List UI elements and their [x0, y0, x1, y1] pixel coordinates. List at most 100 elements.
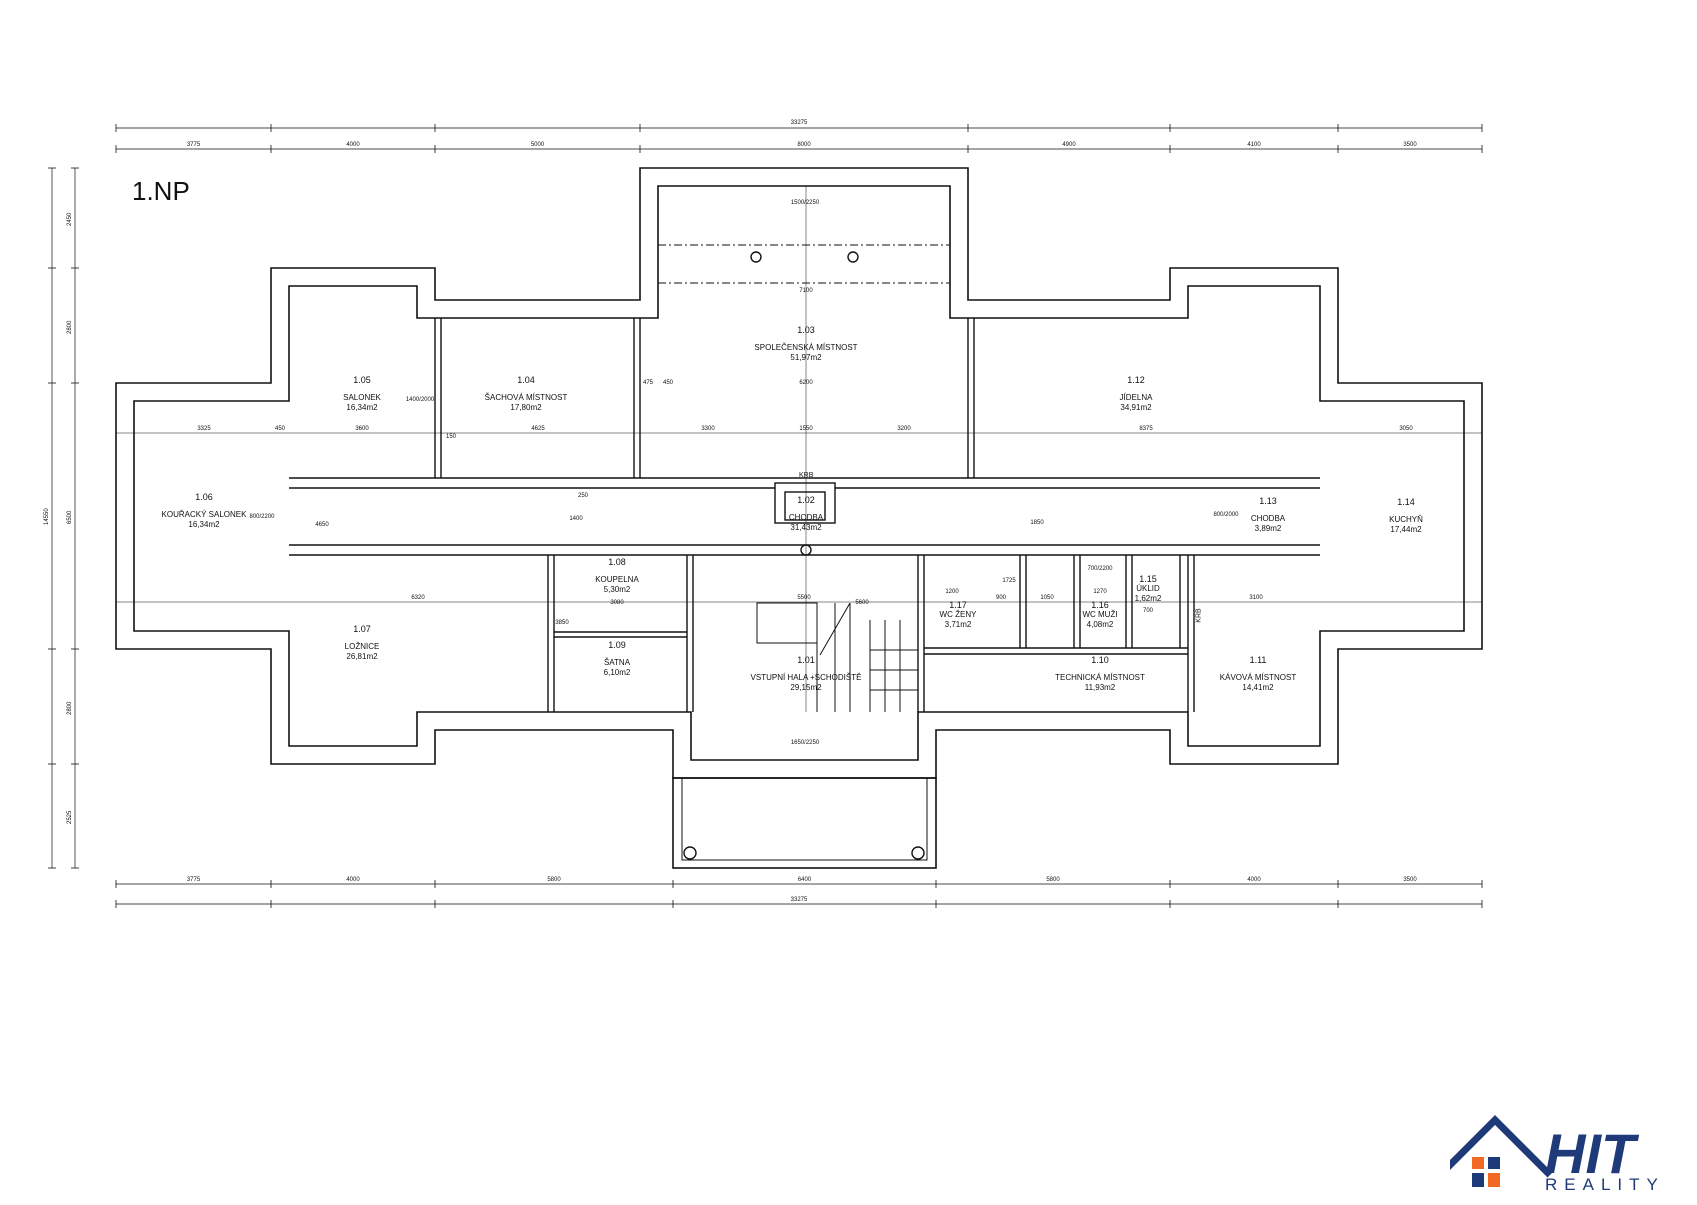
- room-num: 1.05: [353, 375, 371, 385]
- dimension-label: 475: [642, 380, 654, 386]
- porch-outline: [672, 777, 937, 869]
- dimension-label: 450: [662, 380, 674, 386]
- room-area: 51,97m2: [790, 353, 822, 362]
- dimension-label: 7100: [799, 288, 813, 294]
- dimension-label: 5800: [1046, 877, 1060, 883]
- room-num: 1.11: [1249, 655, 1267, 665]
- interior-walls: [289, 244, 1320, 712]
- room-area: 3,71m2: [944, 620, 972, 629]
- dimension-label: 1400: [569, 516, 583, 522]
- dimension-label: 1270: [1093, 589, 1107, 595]
- dimension-label: 4000: [346, 142, 360, 148]
- dimension-label: 1850: [1030, 520, 1044, 526]
- room-num: 1.10: [1091, 655, 1109, 665]
- room-num: 1.04: [517, 375, 535, 385]
- dimension-label: 4000: [346, 877, 360, 883]
- outer-wall-outline: [115, 167, 1483, 779]
- dimension-label: 700/2200: [1087, 566, 1113, 572]
- fireplace-label-2: KRB: [1195, 608, 1203, 623]
- dimension-label: 3080: [610, 600, 624, 606]
- room-area: 26,81m2: [346, 652, 378, 661]
- dimension-label: 6400: [797, 877, 812, 883]
- room-name: SPOLEČENSKÁ MÍSTNOST: [754, 343, 858, 352]
- dimension-lines: [51, 127, 1482, 905]
- room-area: 6,10m2: [603, 668, 631, 677]
- room-area: 29,15m2: [790, 683, 822, 692]
- room-name: KOUŘACKÝ SALONEK: [161, 510, 247, 519]
- dimension-label: 5600: [855, 600, 869, 606]
- dimension-label: 1650/2250: [790, 740, 820, 746]
- room-num: 1.08: [608, 557, 626, 567]
- room-name: VSTUPNÍ HALA +SCHODIŠTĚ: [750, 673, 862, 682]
- room-num: 1.03: [797, 325, 815, 335]
- dimension-label: 3500: [1403, 877, 1417, 883]
- dimension-label: 1400/2000: [405, 397, 435, 403]
- dimension-label: 8375: [1139, 426, 1153, 432]
- room-name: ŠATNA: [603, 658, 631, 667]
- room-area: 1,62m2: [1134, 594, 1162, 603]
- inner-wall-outline: [133, 185, 1465, 761]
- room-name: KOUPELNA: [595, 575, 639, 584]
- dimension-label: 2800: [67, 320, 73, 334]
- logo-subtitle: REALITY: [1545, 1175, 1665, 1194]
- hit-reality-logo: HIT REALITY: [1437, 1105, 1690, 1200]
- fireplace-label: KRB: [799, 472, 814, 479]
- dimension-label: 1500/2250: [790, 200, 820, 206]
- dimension-label: 14550: [44, 508, 50, 525]
- room-num: 1.13: [1259, 496, 1277, 506]
- dimension-label: 8000: [797, 142, 811, 148]
- exterior-walls: [115, 167, 1483, 869]
- room-area: 3,89m2: [1254, 524, 1282, 533]
- dimension-label: 4625: [531, 426, 545, 432]
- room-name: LOŽNICE: [344, 642, 380, 651]
- dimension-label: 6200: [799, 380, 813, 386]
- dimension-label: 33275: [790, 897, 808, 903]
- staircase: [756, 602, 918, 712]
- floor-title: 1.NP: [132, 176, 190, 206]
- dimension-label: 4000: [1247, 877, 1261, 883]
- room-num: 1.17: [949, 600, 967, 610]
- room-area: 16,34m2: [346, 403, 378, 412]
- room-area: 4,08m2: [1086, 620, 1114, 629]
- dimension-label: 2800: [67, 701, 73, 715]
- room-area: 14,41m2: [1242, 683, 1274, 692]
- room-area: 5,30m2: [603, 585, 631, 594]
- dimension-label: 450: [274, 426, 286, 432]
- dimension-label: 3850: [555, 620, 569, 626]
- room-name: TECHNICKÁ MÍSTNOST: [1055, 673, 1145, 682]
- dimension-label: 4900: [1062, 142, 1076, 148]
- room-area: 16,34m2: [188, 520, 220, 529]
- dimension-label: 3500: [1403, 142, 1417, 148]
- room-area: 31,43m2: [790, 523, 822, 532]
- dimension-label: 1050: [1040, 595, 1054, 601]
- dimension-label: 3775: [186, 877, 201, 883]
- room-area: 17,44m2: [1390, 525, 1422, 534]
- room-area: 34,91m2: [1120, 403, 1152, 412]
- dimension-label: 150: [445, 434, 457, 440]
- dimension-label: 700: [1142, 608, 1154, 614]
- dimension-label: 3325: [197, 426, 211, 432]
- dimension-label: 800/2200: [249, 514, 275, 520]
- room-num: 1.15: [1139, 574, 1157, 584]
- room-num: 1.02: [797, 495, 815, 505]
- room-num: 1.12: [1127, 375, 1145, 385]
- room-name: CHODBA: [1250, 514, 1286, 523]
- dimension-label: 5500: [797, 595, 811, 601]
- dimension-label: 1550: [799, 426, 813, 432]
- dimension-label: 33275: [790, 120, 808, 126]
- room-area: 17,80m2: [510, 403, 542, 412]
- dimension-label: 5000: [530, 142, 545, 148]
